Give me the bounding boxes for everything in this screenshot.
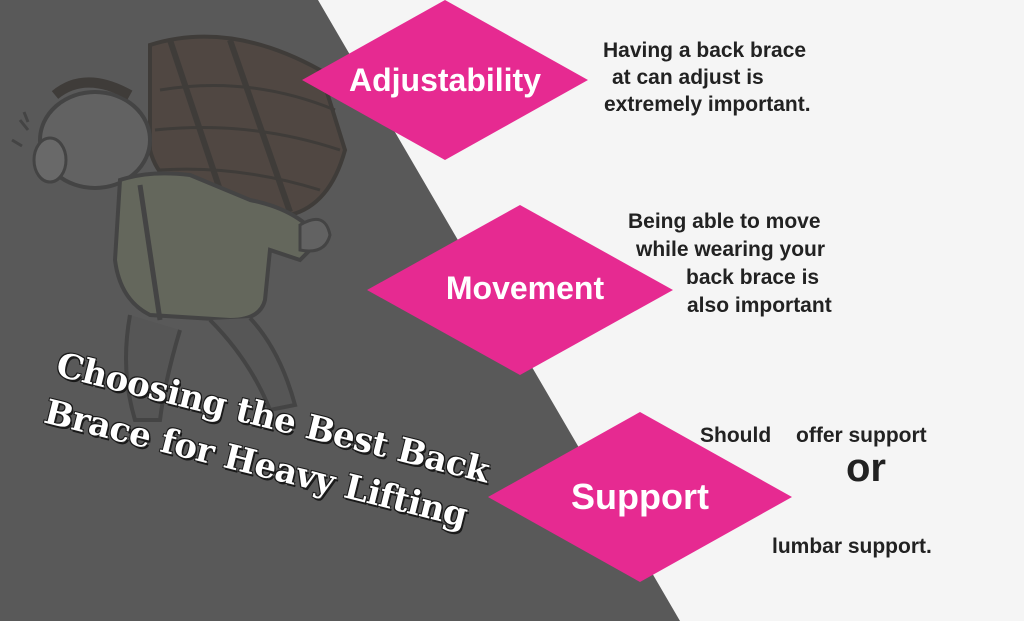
feature-label-support: Support <box>571 476 709 517</box>
body-icon <box>112 171 332 422</box>
description-support-end: lumbar support. <box>772 535 932 558</box>
diamond-movement <box>367 205 673 375</box>
head-icon <box>11 77 152 190</box>
description-movement-line-2: while wearing your <box>636 238 826 261</box>
description-adjustability-line-2: at can adjust is <box>612 66 764 89</box>
description-support-mid: offer support <box>796 424 927 447</box>
description-support-start: Should <box>700 424 772 447</box>
description-movement-line-1: Being able to move <box>628 210 821 233</box>
diamond-adjustability <box>302 0 588 160</box>
barrel-icon <box>148 34 348 218</box>
diamond-support <box>488 412 792 582</box>
description-movement-line-4: also important <box>687 294 832 317</box>
feature-label-adjustability: Adjustability <box>348 62 541 98</box>
description-movement-line-3: back brace is <box>686 266 820 289</box>
description-adjustability-line-1: Having a back brace <box>603 39 807 62</box>
description-support-connector: or <box>846 446 886 490</box>
description-adjustability-line-3: extremely important. <box>604 93 811 116</box>
man-carrying-barrel-illustration <box>11 34 348 422</box>
feature-label-movement: Movement <box>445 270 605 306</box>
